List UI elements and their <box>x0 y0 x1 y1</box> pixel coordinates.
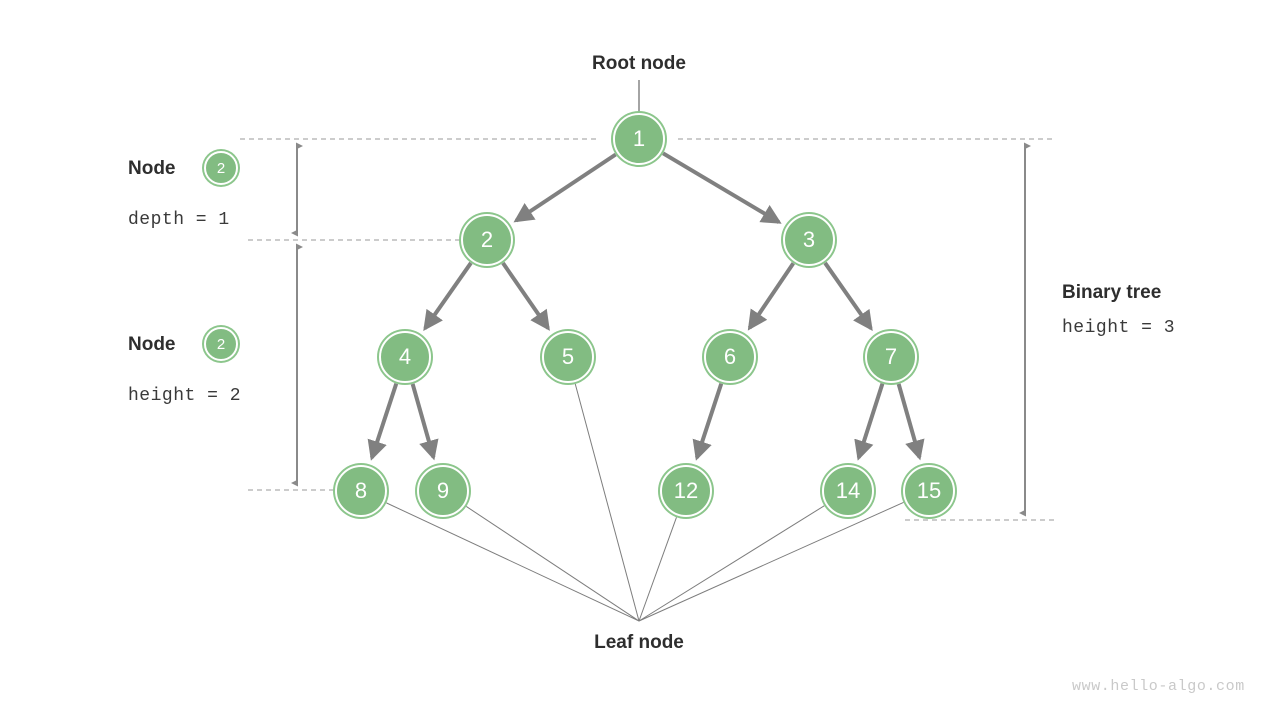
tree-node-8: 8 <box>335 465 387 517</box>
tree-node-9: 9 <box>417 465 469 517</box>
leaf-pointer-n14 <box>638 505 825 622</box>
tree-node-4: 4 <box>379 331 431 383</box>
leaf-node-label: Leaf node <box>594 632 684 653</box>
tree-node-5: 5 <box>542 331 594 383</box>
tree-node-15: 15 <box>903 465 955 517</box>
leaf-pointer-n5 <box>574 383 640 622</box>
tree-node-14: 14 <box>822 465 874 517</box>
leaf-pointer-n8 <box>386 502 640 622</box>
tree-edge-n4-n9 <box>410 383 439 461</box>
tree-node-2: 2 <box>461 214 513 266</box>
leaf-pointer-n9 <box>466 506 640 622</box>
tree-edges-group <box>367 151 925 461</box>
tree-edge-n1-n2 <box>513 152 617 223</box>
tree-edge-n3-n7 <box>823 261 873 331</box>
tree-edge-n2-n5 <box>501 261 550 331</box>
tree-node-6: 6 <box>704 331 756 383</box>
node-depth-detail: depth = 1 <box>128 210 230 230</box>
tree-node-12: 12 <box>660 465 712 517</box>
node-height-detail: height = 2 <box>128 386 242 406</box>
tree-edge-n7-n15 <box>896 383 925 461</box>
tree-node-3: 3 <box>783 214 835 266</box>
tree-edge-n1-n3 <box>662 151 782 224</box>
node-depth-badge: 2 <box>204 151 238 185</box>
leaf-pointer-lines-group <box>386 383 904 622</box>
node-height-title: Node <box>128 334 176 355</box>
tree-edge-n2-n4 <box>423 261 473 331</box>
tree-edge-n7-n14 <box>854 383 885 461</box>
tree-edge-n4-n8 <box>367 382 399 461</box>
measure-arrows-group <box>291 142 1031 517</box>
tree-edge-n6-n12 <box>692 382 724 461</box>
guide-lines-group <box>240 138 1055 521</box>
tree-node-1: 1 <box>613 113 665 165</box>
leaf-pointer-n12 <box>638 517 677 622</box>
node-depth-title: Node <box>128 158 176 179</box>
leaf-pointer-n15 <box>638 501 904 622</box>
site-watermark: www.hello-algo.com <box>1072 678 1245 695</box>
tree-edge-n3-n6 <box>747 262 795 331</box>
root-node-label: Root node <box>592 53 686 74</box>
node-height-badge: 2 <box>204 327 238 361</box>
tree-height-detail: height = 3 <box>1062 318 1176 338</box>
tree-node-7: 7 <box>865 331 917 383</box>
tree-height-title: Binary tree <box>1062 282 1162 303</box>
